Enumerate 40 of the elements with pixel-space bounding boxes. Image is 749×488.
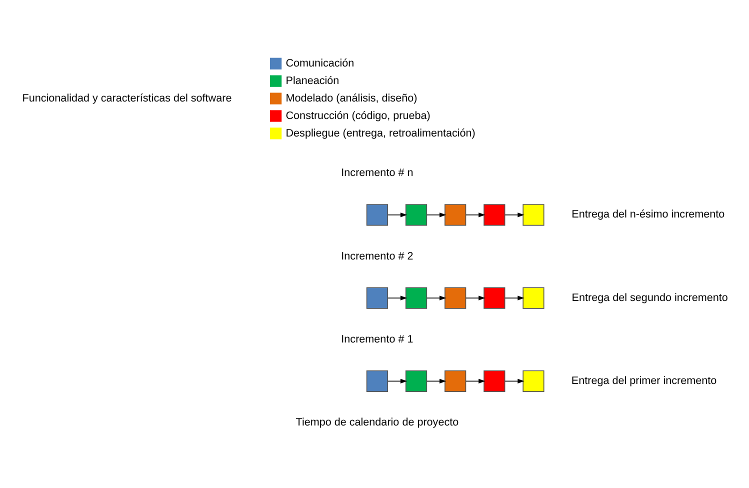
arrow [504,378,524,384]
node-label: Entrega del primer incremento [571,374,717,387]
node-label: Entrega del n-ésimo incremento [572,208,725,221]
legend-label: Planeación [286,74,340,87]
arrow [426,378,446,384]
arrow [466,212,486,218]
node-box [484,287,506,309]
label: Incremento # n [341,167,414,180]
node-box [444,370,466,392]
arrow [504,212,524,218]
arrow [426,296,446,300]
arrow [504,296,524,300]
node-box [405,370,428,392]
node-box [405,204,428,226]
node-box [366,287,388,309]
arrow [387,296,408,300]
node-box [522,370,544,392]
label: Tiempo de calendario de proyecto [296,416,459,429]
arrow [387,378,408,384]
legend-label: Modelado (análisis, diseño) [286,92,418,104]
legend-label: Comunicación [286,57,354,70]
node-box [366,370,388,392]
legend-label: Construcción (código, prueba) [286,110,430,122]
arrow [466,296,486,300]
node-box [484,204,506,226]
label: Incremento # 2 [341,250,414,262]
node-box [484,370,506,392]
node-box [366,204,388,226]
label: Incremento # 1 [341,333,414,346]
label: Funcionalidad y características del software [22,92,232,104]
legend-label: Despliegue (entrega, retroalimentación) [286,127,476,140]
arrow [426,212,446,218]
arrow [466,378,486,384]
node-label: Entrega del segundo incremento [572,292,728,304]
arrow [387,212,408,218]
node-box [522,204,544,226]
node-box [522,287,544,309]
node-box [444,204,466,226]
node-box [405,287,428,309]
node-box [444,287,466,309]
